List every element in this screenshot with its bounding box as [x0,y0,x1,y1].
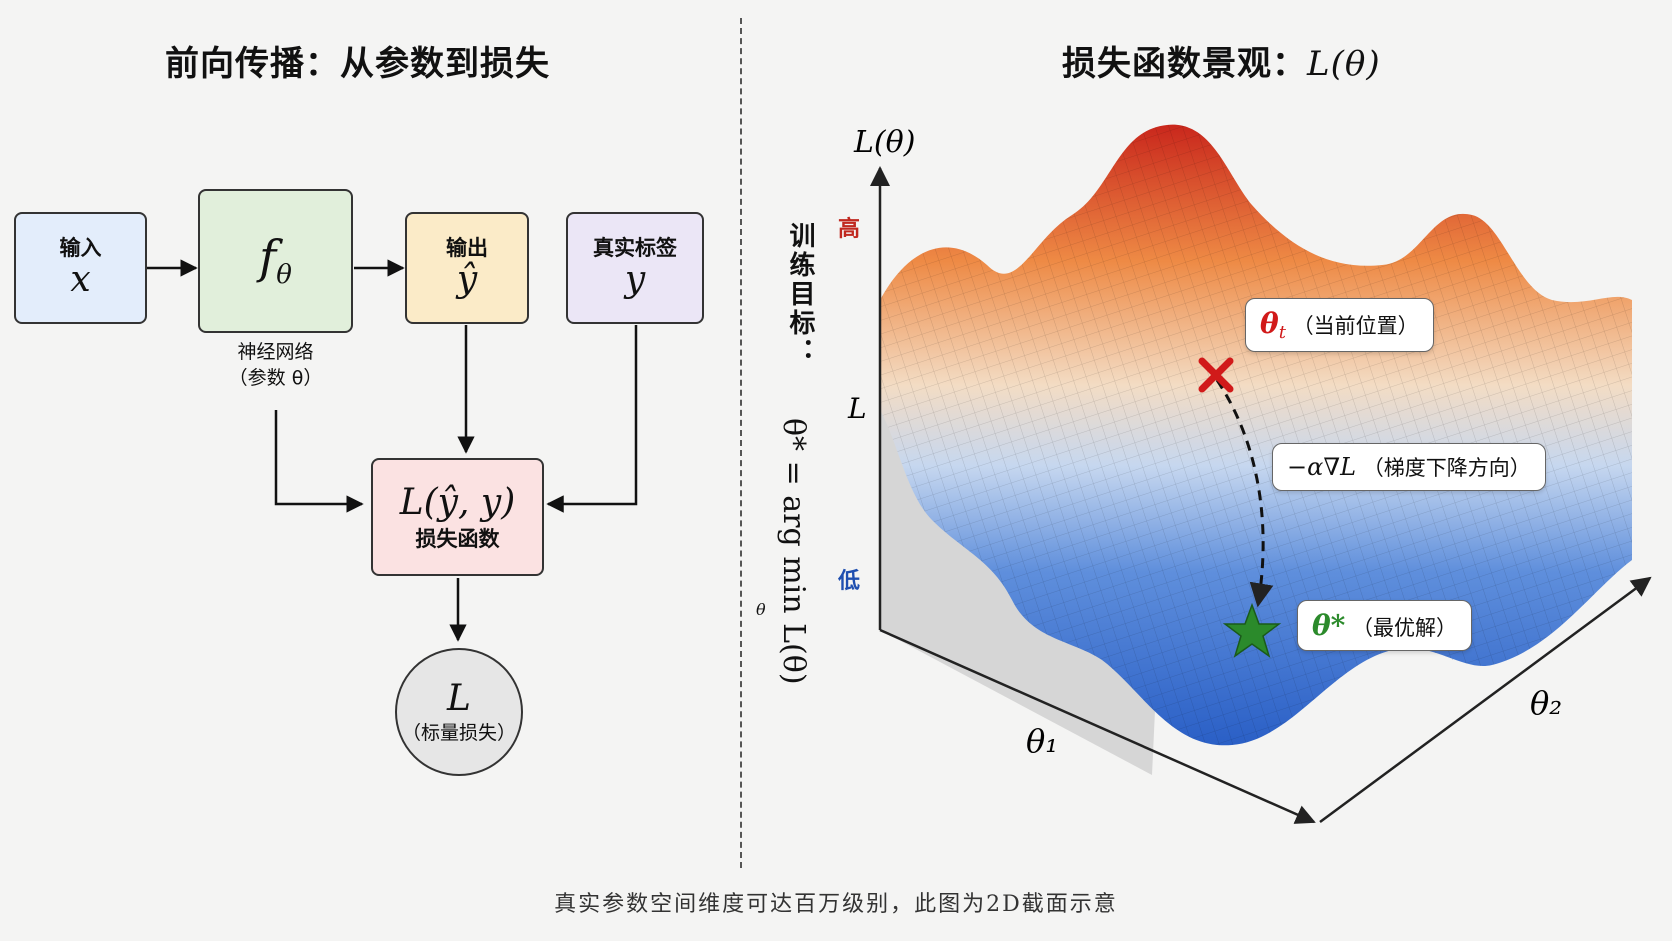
objective-formula: θ* = arg min L(θ) [776,418,811,685]
output-symbol: ŷ [456,258,478,300]
network-symbol: fθ [259,230,292,291]
surface-mesh [880,124,1632,746]
low-label: 低 [837,569,860,594]
scalar-loss-circle: L （标量损失） [395,648,523,776]
arrow-network-to-loss [274,410,364,513]
loss-function-label: 损失函数 [415,527,500,552]
flow-arrows [147,259,638,642]
z-axis-label: L(θ) [853,125,915,160]
network-box: fθ [198,189,353,333]
right-title-text: 损失函数景观： [1062,44,1307,84]
truth-label: 真实标签 [593,235,677,260]
current-position-callout: θt （当前位置） [1245,298,1434,353]
z-axis-mid-label: L [847,392,867,425]
optimum-star [1222,602,1282,658]
theta2-label: θ₂ [1530,684,1562,722]
right-title-math: L(θ) [1307,44,1381,84]
left-panel-title: 前向传播：从参数到损失 [165,44,550,84]
theta1-axis [879,628,1316,824]
gradient-callout: −α∇L （梯度下降方向） [1272,443,1546,491]
input-label: 输入 [59,235,102,260]
loss-function-box: L(ŷ, y) 损失函数 [371,458,544,576]
objective-label: 训练目标： [785,222,815,367]
loss-landscape: L(θ) L 高 低 θ₁ θ₂ [837,124,1652,824]
output-label: 输出 [446,235,488,260]
theta1-label: θ₁ [1026,722,1058,760]
gradient-descent-path [1215,379,1274,608]
loss-function-symbol: L(ŷ, y) [399,481,516,523]
truth-box: 真实标签 y [566,212,704,324]
optimum-callout: θ* （最优解） [1297,600,1473,651]
current-position-label: （当前位置） [1292,314,1419,338]
right-panel-title: 损失函数景观：L(θ) [1062,36,1381,85]
arrow-truth-to-loss [546,325,638,513]
high-label: 高 [838,216,860,242]
truth-symbol: y [624,258,646,300]
panel-divider [740,18,742,868]
network-caption: 神经网络 （参数 θ） [228,341,323,389]
input-symbol: x [70,258,91,300]
input-box: 输入 x [14,212,147,324]
theta2-axis [1319,576,1652,824]
current-position-marker [1198,357,1234,393]
footer-note: 真实参数空间维度可达百万级别，此图为2D截面示意 [554,892,1118,917]
scalar-loss-label: （标量损失） [401,722,516,745]
optimum-label: （最优解） [1352,616,1458,640]
output-box: 输出 ŷ [405,212,529,324]
objective-subscript: θ [756,600,766,619]
scalar-loss-symbol: L [447,677,471,719]
gradient-label: （梯度下降方向） [1362,456,1531,480]
